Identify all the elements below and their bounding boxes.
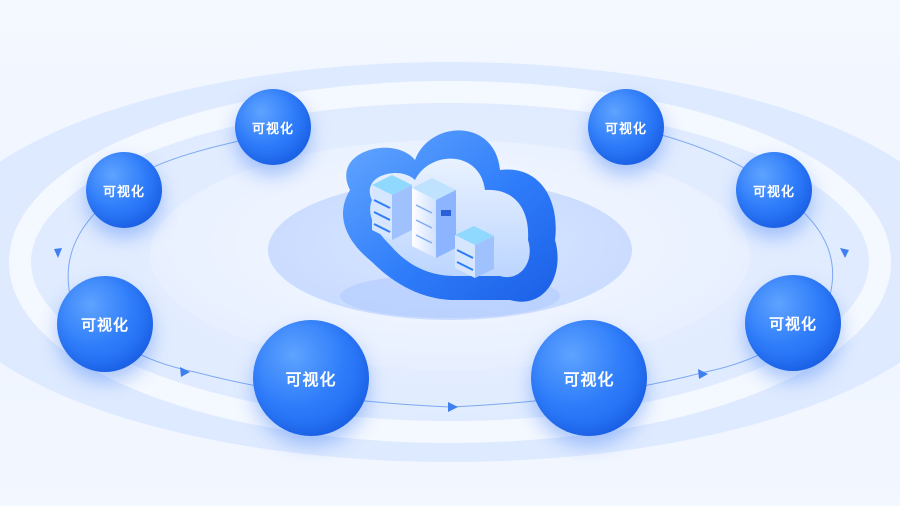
node-8-label: 可视化	[604, 121, 647, 137]
connector-arrow	[180, 367, 190, 377]
node-4-label: 可视化	[285, 370, 337, 389]
node-5-label: 可视化	[563, 370, 615, 389]
node-4: 可视化	[253, 320, 369, 436]
node-2: 可视化	[86, 152, 162, 228]
cloud-server-icon	[340, 130, 560, 318]
node-2-label: 可视化	[102, 184, 145, 200]
node-8: 可视化	[588, 89, 664, 165]
node-3: 可视化	[57, 276, 153, 372]
node-6-label: 可视化	[768, 314, 817, 333]
connector-arrow	[448, 402, 458, 412]
connector-arrow	[698, 369, 708, 379]
node-7-label: 可视化	[752, 184, 795, 200]
connector-arrow	[840, 248, 849, 258]
node-7: 可视化	[736, 152, 812, 228]
outer-ring-highlight	[9, 81, 891, 443]
node-1-label: 可视化	[251, 121, 294, 137]
node-6: 可视化	[745, 275, 841, 371]
node-5: 可视化	[531, 320, 647, 436]
node-1: 可视化	[235, 89, 311, 165]
connector-arrow	[54, 248, 62, 258]
node-3-label: 可视化	[80, 315, 129, 334]
